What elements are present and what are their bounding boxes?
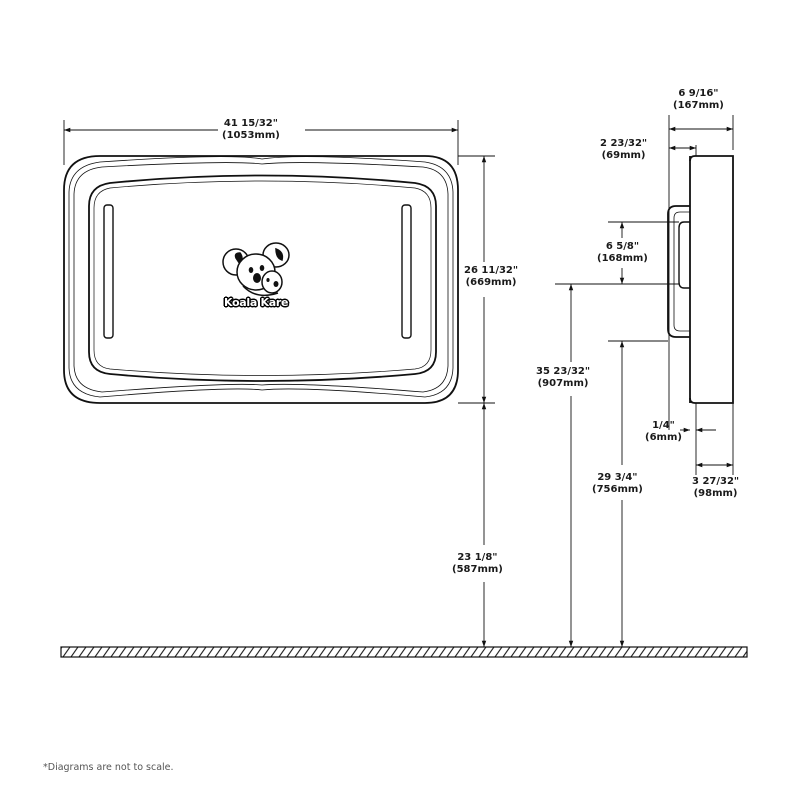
unit-body — [689, 155, 734, 404]
side-view — [667, 155, 734, 404]
handle-height-label: 6 5/8" (168mm) — [597, 241, 648, 265]
side-dimensions — [555, 115, 734, 647]
floor-to-handle-top-label: 35 23/32" (907mm) — [536, 366, 591, 390]
wall-offset-label: 1/4" (6mm) — [645, 420, 682, 443]
outer-shell — [63, 155, 459, 404]
left-strap-slot — [103, 204, 114, 339]
floor-to-bottom-label: 23 1/8" (587mm) — [452, 552, 503, 576]
inner-tray — [88, 174, 437, 382]
overall-depth-label: 6 9/16" (167mm) — [673, 88, 724, 112]
handle — [667, 205, 690, 338]
floor — [60, 646, 748, 658]
front-height-label: 26 11/32" (669mm) — [464, 265, 519, 289]
footnote: *Diagrams are not to scale. — [43, 762, 174, 773]
floor-to-handle-bottom-label: 29 3/4" (756mm) — [592, 472, 643, 496]
brand-logo-text: Koala Kare — [224, 296, 289, 309]
koala-icon — [222, 242, 290, 297]
body-depth-label: 3 27/32" (98mm) — [692, 476, 740, 500]
right-strap-slot — [401, 204, 412, 339]
front-dimensions — [63, 120, 495, 647]
front-width-label: 41 15/32" (1053mm) — [222, 118, 280, 142]
front-view — [63, 155, 459, 404]
handle-depth-label: 2 23/32" (69mm) — [600, 138, 648, 162]
